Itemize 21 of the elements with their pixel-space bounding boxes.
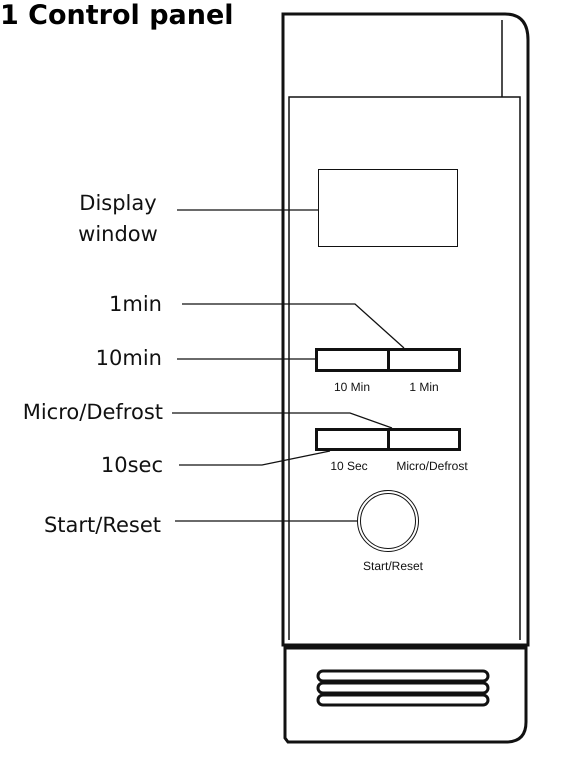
leader-line [179, 450, 330, 466]
leader-line [175, 520, 357, 522]
leader-line [182, 303, 404, 348]
callout-label: Display window [68, 188, 168, 250]
callout-label: 10sec [63, 450, 163, 481]
callout-label: Micro/Defrost [3, 397, 163, 428]
button-label: 10 Min [332, 380, 372, 394]
display-window [318, 169, 458, 247]
leader-line [177, 358, 315, 360]
callout-label: 1min [62, 289, 162, 320]
panel-button [315, 348, 390, 372]
button-label: Micro/Defrost [395, 459, 469, 473]
panel-button [315, 428, 390, 451]
callout-label: 10min [62, 343, 162, 374]
button-label: Start/Reset [362, 559, 424, 573]
panel-button [387, 428, 461, 451]
leader-line [177, 209, 318, 211]
panel-button [387, 348, 461, 372]
callout-label: Start/Reset [11, 510, 161, 541]
leader-line [172, 412, 392, 429]
title: 1 Control panel [0, 0, 234, 31]
